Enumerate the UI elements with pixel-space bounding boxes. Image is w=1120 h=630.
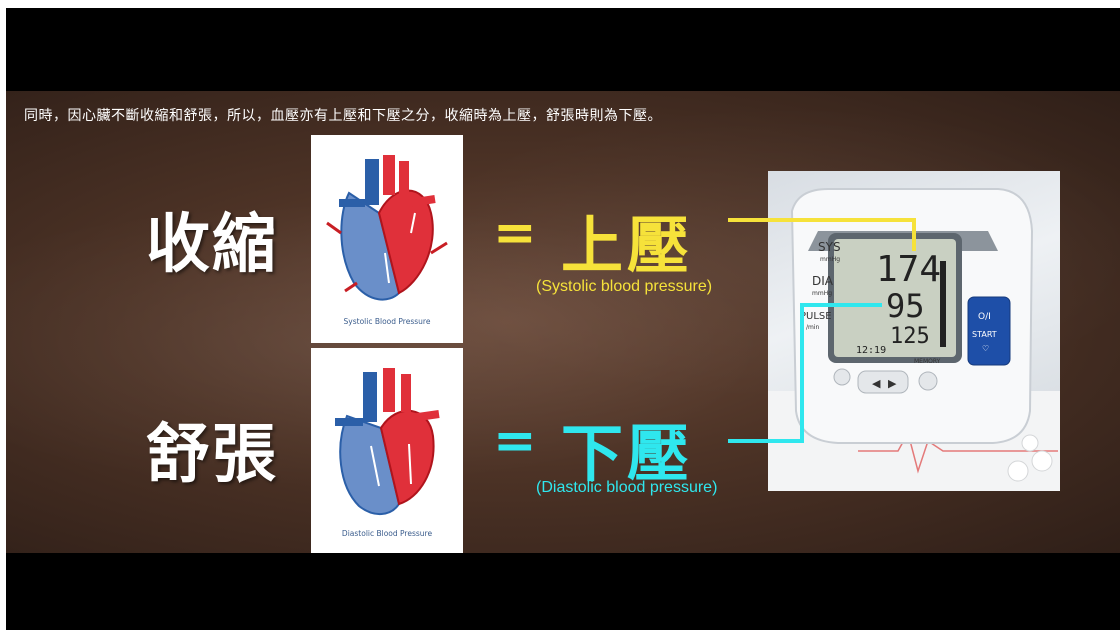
right-arrow-icon: ▶ [888, 377, 897, 390]
heart-contracting-illustration [326, 155, 448, 301]
dia-label: DIA [812, 274, 834, 288]
pulse-unit: /min [806, 324, 820, 331]
heart-relaxing-illustration [335, 368, 440, 515]
subtitle-caption: 同時，因心臟不斷收縮和舒張，所以，血壓亦有上壓和下壓之分，收縮時為上壓，舒張時則… [24, 108, 662, 124]
diastolic-equals-sign: = [493, 411, 537, 471]
systolic-heart-card: Systolic Blood Pressure [311, 135, 463, 343]
systolic-card-caption: Systolic Blood Pressure [343, 317, 431, 326]
pulse-value: 125 [890, 324, 930, 349]
sys-value: 174 [876, 249, 941, 290]
diastolic-pressure-label: 下壓 [561, 417, 694, 490]
systolic-pressure-label: 上壓 [561, 209, 694, 282]
blood-pressure-monitor-photo: SYS mmHg DIA mmHg PULSE /min 174 95 125 … [768, 171, 1060, 491]
left-arrow-icon: ◀ [872, 377, 881, 390]
time-value: 12:19 [856, 345, 886, 356]
systolic-label: 收縮 [146, 208, 278, 282]
systolic-english-label: (Systolic blood pressure) [536, 278, 713, 295]
diastolic-label: 舒張 [146, 418, 278, 492]
blood-pressure-monitor: SYS mmHg DIA mmHg PULSE /min 174 95 125 … [768, 188, 1060, 491]
dia-unit: mmHg [812, 290, 832, 297]
start-label: START [972, 330, 997, 339]
dia-value: 95 [886, 287, 925, 325]
memory-label: MEMORY [914, 358, 941, 365]
sys-label: SYS [818, 240, 841, 254]
video-frame: 同時，因心臟不斷收縮和舒張，所以，血壓亦有上壓和下壓之分，收縮時為上壓，舒張時則… [6, 8, 1120, 630]
diastolic-heart-card: Diastolic Blood Pressure [311, 348, 463, 553]
slide: 同時，因心臟不斷收縮和舒張，所以，血壓亦有上壓和下壓之分，收縮時為上壓，舒張時則… [6, 91, 1120, 553]
systolic-equals-sign: = [493, 203, 537, 263]
sys-unit: mmHg [820, 256, 840, 263]
power-label: O/I [978, 312, 991, 322]
diastolic-card-caption: Diastolic Blood Pressure [341, 529, 433, 538]
diastolic-english-label: (Diastolic blood pressure) [536, 479, 718, 496]
pulse-label: PULSE [800, 311, 832, 322]
heart-icon: ♡ [982, 344, 989, 353]
